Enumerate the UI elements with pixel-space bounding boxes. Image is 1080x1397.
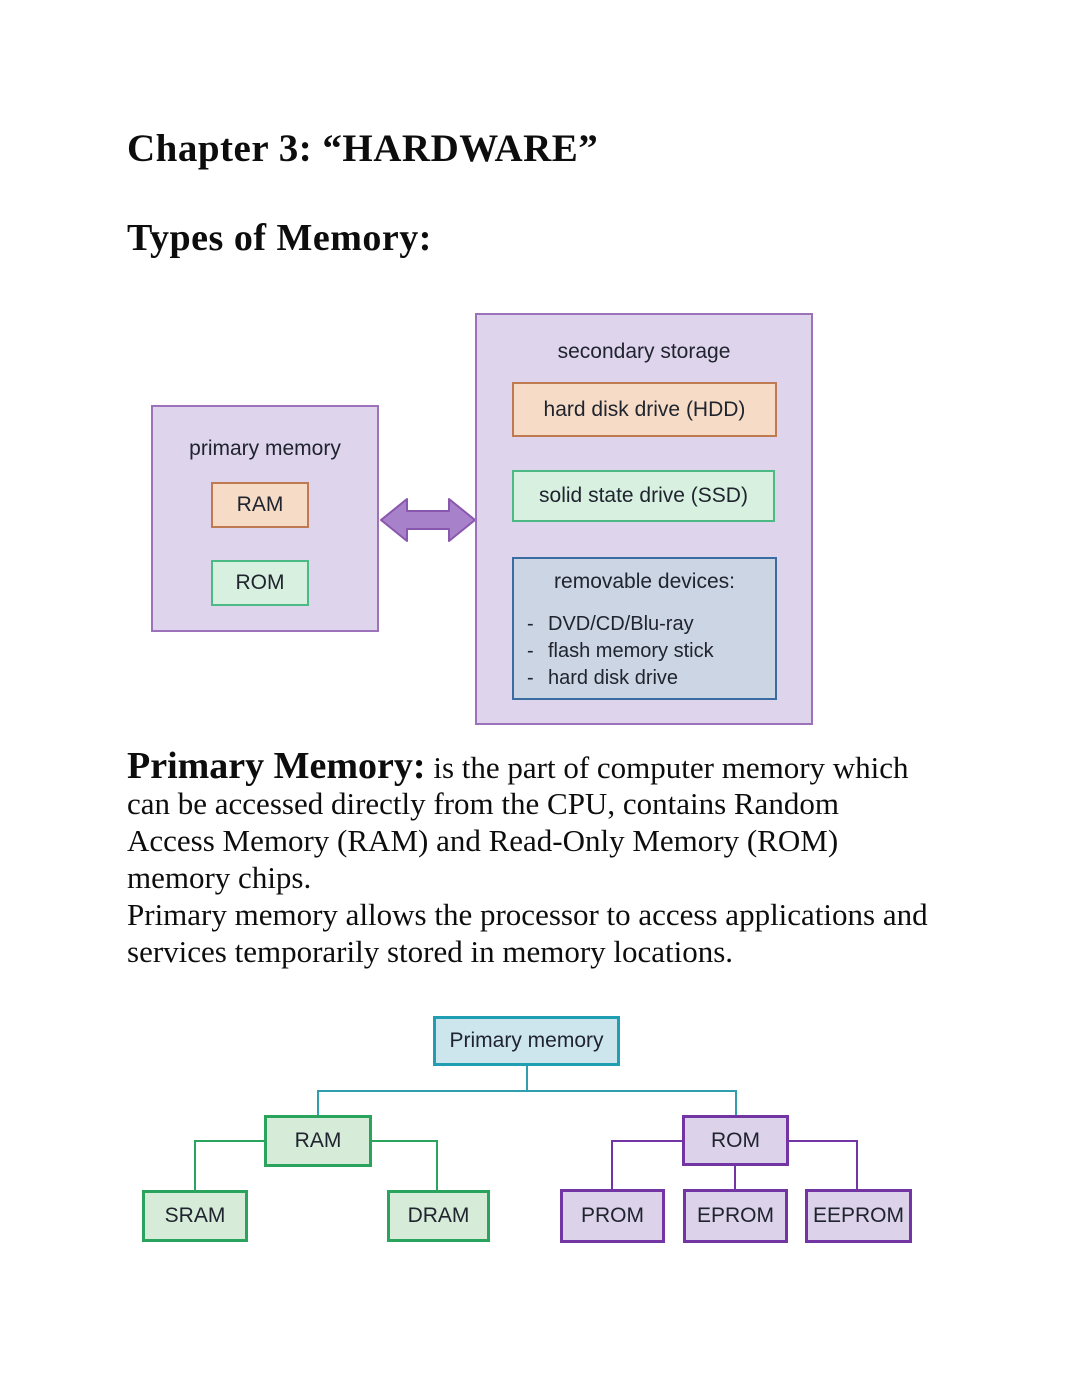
tree-connector	[194, 1140, 196, 1190]
tree-connector	[526, 1066, 528, 1092]
hdd-box: hard disk drive (HDD)	[512, 382, 777, 437]
paragraph-line: Access Memory (RAM) and Read-Only Memory…	[127, 823, 839, 858]
tree-node-ram: RAM	[264, 1115, 372, 1167]
list-item: -flash memory stick	[527, 638, 714, 665]
primary-memory-label: primary memory	[189, 437, 341, 460]
tree-node-dram: DRAM	[387, 1190, 490, 1242]
tree-connector	[789, 1140, 858, 1142]
secondary-storage-group: secondary storage hard disk drive (HDD) …	[475, 313, 813, 725]
paragraph-lead-rest: is the part of computer memory which	[425, 750, 909, 785]
double-arrow-icon	[380, 498, 476, 542]
ram-box: RAM	[211, 482, 309, 528]
secondary-storage-label: secondary storage	[557, 340, 731, 363]
tree-connector	[317, 1090, 319, 1115]
removable-devices-box: removable devices: -DVD/CD/Blu-ray -flas…	[512, 557, 777, 700]
dash-bullet: -	[527, 613, 534, 635]
tree-node-primary-memory: Primary memory	[433, 1016, 620, 1066]
paragraph-lead: Primary Memory:	[127, 745, 426, 787]
tree-connector	[735, 1090, 737, 1115]
tree-connector	[194, 1140, 264, 1142]
tree-connector	[611, 1140, 613, 1189]
tree-node-prom: PROM	[560, 1189, 665, 1243]
removable-devices-title: removable devices:	[554, 570, 735, 593]
ssd-box: solid state drive (SSD)	[512, 470, 775, 522]
section-heading: Types of Memory:	[127, 217, 432, 259]
dash-bullet: -	[527, 667, 534, 689]
tree-connector	[372, 1140, 438, 1142]
tree-connector	[317, 1090, 737, 1092]
tree-node-eprom: EPROM	[683, 1189, 788, 1243]
paragraph-line: Primary Memory: is the part of computer …	[127, 745, 928, 787]
list-item: -DVD/CD/Blu-ray	[527, 611, 714, 638]
paragraph-line: can be accessed directly from the CPU, c…	[127, 786, 839, 821]
paragraph-line: Primary memory allows the processor to a…	[127, 897, 928, 932]
tree-connector	[734, 1166, 736, 1189]
list-item: -hard disk drive	[527, 665, 714, 692]
chapter-heading: Chapter 3: “HARDWARE”	[127, 127, 599, 170]
rom-box: ROM	[211, 560, 309, 606]
tree-node-rom: ROM	[682, 1115, 789, 1166]
tree-connector	[856, 1140, 858, 1189]
dash-bullet: -	[527, 640, 534, 662]
list-item-label: hard disk drive	[548, 667, 679, 689]
tree-connector	[436, 1140, 438, 1190]
paragraph-line: memory chips.	[127, 860, 312, 895]
tree-node-eeprom: EEPROM	[805, 1189, 912, 1243]
list-item-label: flash memory stick	[548, 640, 714, 662]
tree-node-sram: SRAM	[142, 1190, 248, 1242]
primary-memory-paragraph: Primary Memory: is the part of computer …	[127, 745, 928, 970]
primary-memory-group: primary memory RAM ROM	[151, 405, 379, 632]
tree-connector	[611, 1140, 682, 1142]
list-item-label: DVD/CD/Blu-ray	[548, 613, 694, 635]
removable-devices-list: -DVD/CD/Blu-ray -flash memory stick -har…	[527, 611, 714, 692]
paragraph-line: services temporarily stored in memory lo…	[127, 934, 734, 969]
